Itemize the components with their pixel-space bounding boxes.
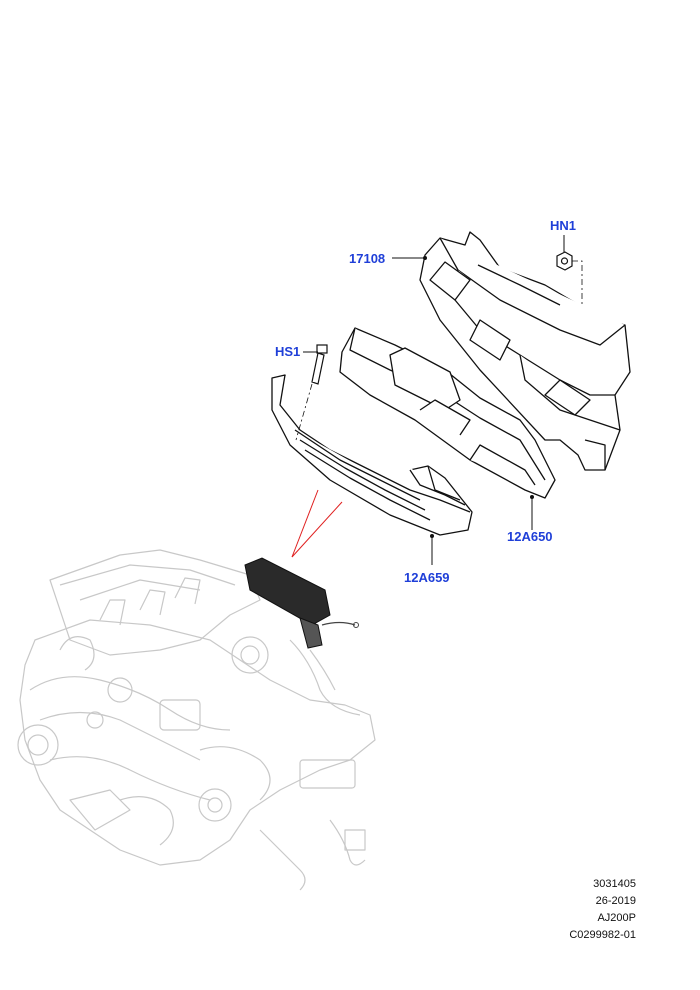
location-pointer-lines: [291, 489, 343, 558]
housing-12A659: [271, 374, 473, 536]
installed-module-harness: [321, 621, 356, 626]
bolt-hs1-centerline: [295, 383, 313, 441]
bracket-17108-leader-dot: [423, 256, 427, 260]
bracket-17108: [419, 231, 631, 471]
reference-code-3: AJ200P: [597, 912, 636, 924]
callout-12a650: 12A650: [507, 529, 553, 544]
harness-connector: [353, 622, 359, 628]
module-12A650: [339, 327, 556, 499]
module-12A650-leader-dot: [530, 495, 534, 499]
callout-hn1: HN1: [550, 218, 577, 233]
reference-block: 3031405 26-2019 AJ200P C0299982-01: [569, 876, 636, 944]
callout-hs1: HS1: [275, 344, 301, 359]
nut-hn1-centerline: [572, 260, 583, 305]
callout-17108: 17108: [349, 251, 386, 266]
housing-12A659-leader-dot: [430, 534, 434, 538]
bolt-hs1: [311, 344, 328, 385]
reference-code-2: 26-2019: [595, 895, 636, 907]
reference-code-4: C0299982-01: [569, 929, 636, 941]
reference-code-1: 3031405: [593, 878, 636, 890]
nut-hn1: [556, 251, 573, 271]
callout-12a659: 12A659: [404, 570, 450, 585]
engine-assembly-ghost: [17, 549, 376, 891]
installed-module-highlight: [244, 557, 331, 649]
